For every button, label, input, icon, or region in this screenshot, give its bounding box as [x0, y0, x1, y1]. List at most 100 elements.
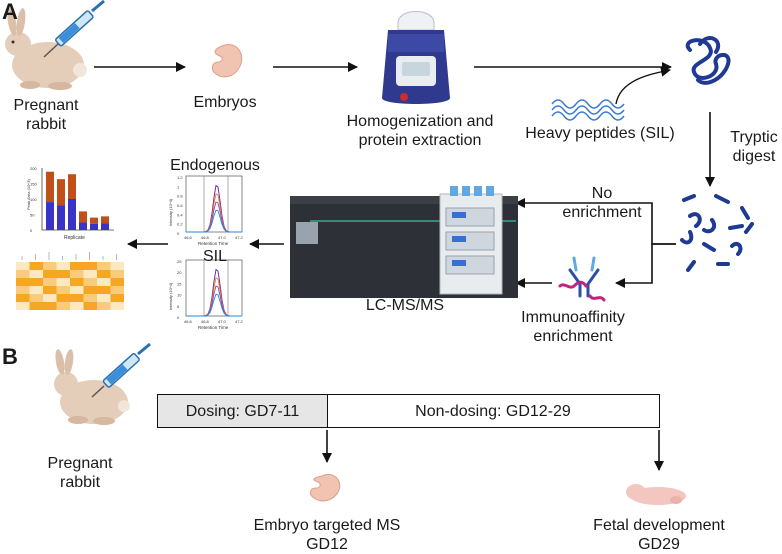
chrom-frame [185, 175, 243, 233]
bar-segment-top [101, 216, 109, 224]
heatmap-cell [83, 270, 97, 278]
bar-segment-bottom [101, 223, 109, 230]
heatmap-cell [110, 302, 124, 310]
heatmap-cell [83, 262, 97, 270]
chrom-ylabel: Intensity (10^4) [168, 282, 173, 310]
bar-segment-top [57, 179, 65, 206]
heatmap-cell [16, 294, 30, 302]
chrom-ytick: 15 [177, 281, 182, 286]
chrom-xtick: 46.8 [201, 319, 210, 324]
rabbit-icon [54, 349, 130, 425]
heatmap-cell [110, 294, 124, 302]
bar-ytick: 0 [30, 228, 33, 233]
peptide-fragments-icon [680, 194, 754, 272]
bar-segment-bottom [68, 199, 76, 230]
antibody-icon [558, 256, 606, 302]
heatmap-cell [43, 302, 57, 310]
heatmap-cell [43, 278, 57, 286]
bar-ylabel: Peak Area (10^3) [26, 179, 31, 210]
chrom-ytick: 0.2 [177, 222, 183, 227]
heavy-peptides-icon [551, 99, 625, 121]
chrom-xlabel: Retention Time [198, 241, 229, 246]
chrom-trace [186, 209, 242, 233]
heavy-peptides-label: Heavy peptides (SIL) [525, 125, 675, 142]
heatmap-cell [16, 270, 30, 278]
heatmap-cell [83, 302, 97, 310]
heatmap [16, 252, 124, 310]
heatmap-cell [56, 278, 70, 286]
chrom-ytick: 25 [177, 259, 182, 264]
heatmap-cell [29, 270, 43, 278]
endogenous-label: Endogenous [170, 157, 260, 174]
heatmap-cell [70, 278, 84, 286]
heatmap-cell [29, 262, 43, 270]
chrom-xtick: 47.2 [235, 319, 244, 324]
chrom-ytick: 0.8 [177, 194, 183, 199]
chrom-xtick: 46.8 [201, 235, 210, 240]
heatmap-cell [70, 294, 84, 302]
chrom-ytick: 1.2 [177, 175, 183, 180]
embryo-icon [309, 474, 341, 502]
bar-segment-top [68, 174, 76, 199]
arrow-peptides-to-protein [615, 66, 671, 105]
chrom-ytick: 1 [177, 184, 180, 189]
chrom-ytick: 5 [177, 304, 180, 309]
bar-segment-top [46, 171, 54, 203]
heatmap-cell [70, 262, 84, 270]
heatmap-cell [16, 302, 30, 310]
panel-b-label: B [2, 344, 18, 369]
heatmap-cell [56, 294, 70, 302]
rabbit-icon [5, 8, 87, 90]
heatmap-cell [83, 294, 97, 302]
heatmap-cell [43, 262, 57, 270]
bar-segment-top [79, 211, 87, 223]
chrom-xlabel: Retention Time [198, 325, 229, 330]
heatmap-cell [29, 302, 43, 310]
chrom-ytick: 20 [177, 270, 182, 275]
heatmap-cell [83, 278, 97, 286]
heatmap-cell [56, 262, 70, 270]
bar-ytick: 200 [30, 166, 37, 171]
chrom-xtick: 46.6 [184, 235, 193, 240]
heatmap-cell [70, 270, 84, 278]
chrom-ytick: 0.4 [177, 212, 183, 217]
arrow-to-immunoaffinity [615, 243, 676, 288]
chrom-ytick: 10 [177, 293, 182, 298]
chrom-xtick: 47.2 [235, 235, 244, 240]
heatmap-cell [43, 286, 57, 294]
bar-segment-bottom [46, 202, 54, 230]
chrom-ytick: 0 [177, 315, 180, 320]
heatmap-cell [56, 270, 70, 278]
heatmap-cell [97, 286, 111, 294]
lcms-label: LC-MS/MS [365, 297, 445, 314]
heatmap-cell [110, 270, 124, 278]
bar-segment-bottom [90, 223, 98, 230]
heatmap-cell [110, 278, 124, 286]
heatmap-cell [43, 294, 57, 302]
fetus-icon [626, 484, 686, 505]
dosing-period-box: Dosing: GD7-11 [157, 394, 328, 428]
heatmap-cell [83, 286, 97, 294]
bar-ytick: 100 [30, 197, 37, 202]
heatmap-cell [56, 286, 70, 294]
heatmap-cell [16, 278, 30, 286]
chrom-ytick: 0.6 [177, 203, 183, 208]
heatmap-cell [70, 286, 84, 294]
heatmap-cell [56, 302, 70, 310]
heatmap-cell [16, 262, 30, 270]
chrom-xtick: 47.0 [218, 235, 227, 240]
sil-label: SIL [202, 248, 227, 265]
syringe-icon [43, 0, 105, 58]
heatmap-cell [29, 294, 43, 302]
bar-segment-bottom [79, 222, 87, 230]
